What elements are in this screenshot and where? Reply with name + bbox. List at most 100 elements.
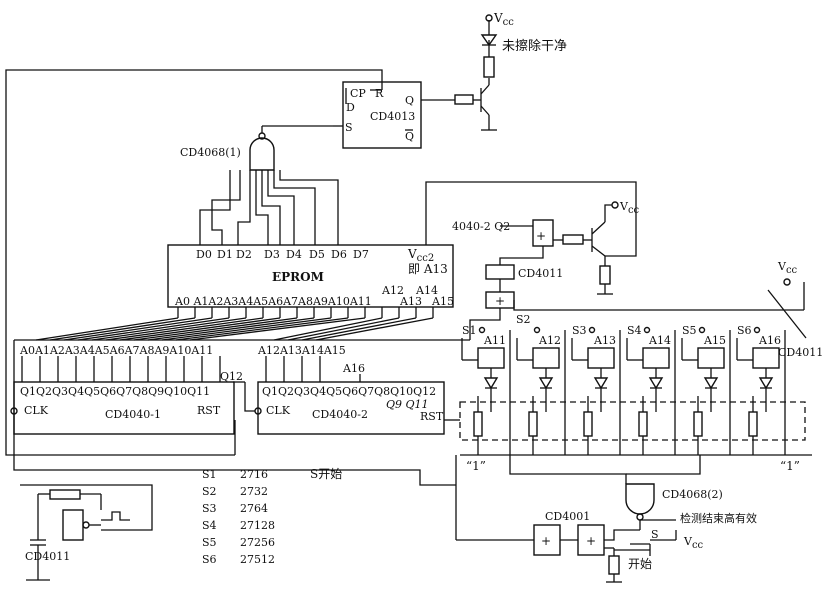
svg-text:Q: Q — [405, 130, 414, 143]
pin-d7: D7 — [353, 248, 369, 261]
data-lines — [199, 170, 339, 245]
switch-label: S6 — [737, 324, 752, 337]
chip-table-switch: S3 — [202, 502, 217, 515]
nand-gate — [477, 347, 505, 369]
bus-wire — [49, 317, 196, 341]
led-icon — [538, 377, 554, 390]
chip-table-switch: S5 — [202, 536, 217, 549]
chip-table-model: 27512 — [240, 553, 275, 566]
switch-label: S4 — [627, 324, 642, 337]
chip-table-model: 2716 — [240, 468, 268, 481]
svg-text:CD4011: CD4011 — [518, 267, 563, 280]
detect-end-label: 检测结束高有效 — [680, 511, 757, 525]
nand-gate — [587, 347, 615, 369]
bus-wire — [301, 317, 417, 341]
resistor — [583, 411, 593, 437]
switch-gate-unit: A12 — [516, 326, 566, 455]
s2-label: S2 — [516, 313, 531, 326]
cd4040-2-counter: Q1Q2Q3Q4Q5Q6Q7Q8Q10Q12 CLK CD4040-2 Q9 Q… — [244, 381, 445, 435]
svg-text:CP: CP — [350, 87, 366, 100]
oscillator — [13, 455, 456, 581]
cd4068-2-label: CD4068(2) — [662, 488, 723, 501]
svg-text:A12A13A14A15: A12A13A14A15 — [257, 344, 346, 357]
resistor — [638, 411, 648, 437]
svg-text:+: + — [586, 534, 596, 548]
address-label: A11 — [483, 334, 506, 347]
led-icon — [593, 377, 609, 390]
bus-wire — [287, 317, 400, 341]
address-label: A16 — [758, 334, 781, 347]
led-icon — [483, 377, 499, 390]
chip-table-model: 27256 — [240, 536, 275, 549]
switch-label: S3 — [572, 324, 587, 337]
svg-text:Vcc2: Vcc2 — [407, 247, 434, 264]
svg-text:R: R — [375, 87, 384, 100]
control-circuit: + CD4011 + — [425, 181, 807, 340]
cd4011-osc-label: CD4011 — [25, 550, 70, 563]
switch-contact — [533, 326, 541, 334]
nand-gate — [697, 347, 725, 369]
pin-d6: D6 — [331, 248, 347, 261]
svg-text:Q9 Q11: Q9 Q11 — [386, 398, 429, 411]
bus-wire — [63, 317, 213, 341]
switch-label: S5 — [682, 324, 697, 337]
logic-one-right: “1” — [780, 459, 800, 473]
chip-table-model: 27128 — [240, 519, 275, 532]
resistor — [473, 411, 483, 437]
switch-contact — [588, 326, 596, 334]
address-label: A14 — [648, 334, 671, 347]
s-start-label: S开始 — [310, 467, 342, 481]
bus-wire — [91, 317, 247, 341]
svg-text:CLK: CLK — [266, 404, 291, 417]
svg-text:Q12: Q12 — [220, 370, 243, 383]
address-bus — [21, 307, 434, 382]
resistor — [748, 411, 758, 437]
svg-text:CD4040-2: CD4040-2 — [312, 408, 368, 421]
wires-top — [5, 69, 383, 456]
cd4001-latch: + + — [455, 455, 677, 583]
chip-table-switch: S1 — [202, 468, 217, 481]
svg-text:A14: A14 — [415, 284, 438, 297]
svg-text:D: D — [346, 101, 355, 114]
pin-d5: D5 — [309, 248, 325, 261]
vcc-label-top: Vcc — [493, 11, 514, 28]
cd4068-1-gate — [249, 125, 333, 171]
nand-gate — [532, 347, 560, 369]
cd4068-1-label: CD4068(1) — [180, 146, 241, 159]
eprom-address-pins: A0 A1A2A3A4A5A6A7A8A9A10A11 — [174, 295, 372, 308]
svg-text:RST: RST — [197, 404, 221, 417]
nand-gate — [642, 347, 670, 369]
svg-text:Q1Q2Q3Q4Q5Q6Q7Q8Q9Q10Q11: Q1Q2Q3Q4Q5Q6Q7Q8Q9Q10Q11 — [20, 385, 210, 398]
switch-contact — [478, 326, 486, 334]
address-label: A15 — [703, 334, 726, 347]
led-icon — [703, 377, 719, 390]
bus-wire — [133, 317, 298, 341]
vcc-label-bottom: Vcc — [683, 535, 704, 551]
switch-contact — [698, 326, 706, 334]
address-label: A13 — [593, 334, 616, 347]
eprom-title: EPROM — [272, 270, 324, 284]
cd4001-label: CD4001 — [545, 510, 590, 523]
svg-text:即 A13: 即 A13 — [408, 262, 448, 276]
resistor — [528, 411, 538, 437]
svg-text:A0A1A2A3A4A5A6A7A8A9A10A11: A0A1A2A3A4A5A6A7A8A9A10A11 — [19, 344, 213, 357]
svg-text:CLK: CLK — [24, 404, 49, 417]
vcc-label-right: Vcc — [619, 200, 640, 216]
pin-d3: D3 — [264, 248, 280, 261]
svg-text:CD4013: CD4013 — [370, 110, 415, 123]
svg-text:CD4040-1: CD4040-1 — [105, 408, 161, 421]
cd4068-2-gate — [509, 455, 701, 530]
switch-s-label: S — [651, 528, 659, 541]
gate-4040-q2-label: 4040-2 Q2 — [452, 220, 510, 233]
address-label: A12 — [538, 334, 561, 347]
bus-wire — [119, 317, 281, 341]
led-indicator-branch — [421, 14, 498, 131]
svg-text:A12: A12 — [381, 284, 404, 297]
logic-one-left: “1” — [466, 459, 486, 473]
eprom-chip: D0 D1 D2 D3 D4 D5 D6 D7 Vcc2 EPROM 即 A13… — [167, 244, 454, 308]
